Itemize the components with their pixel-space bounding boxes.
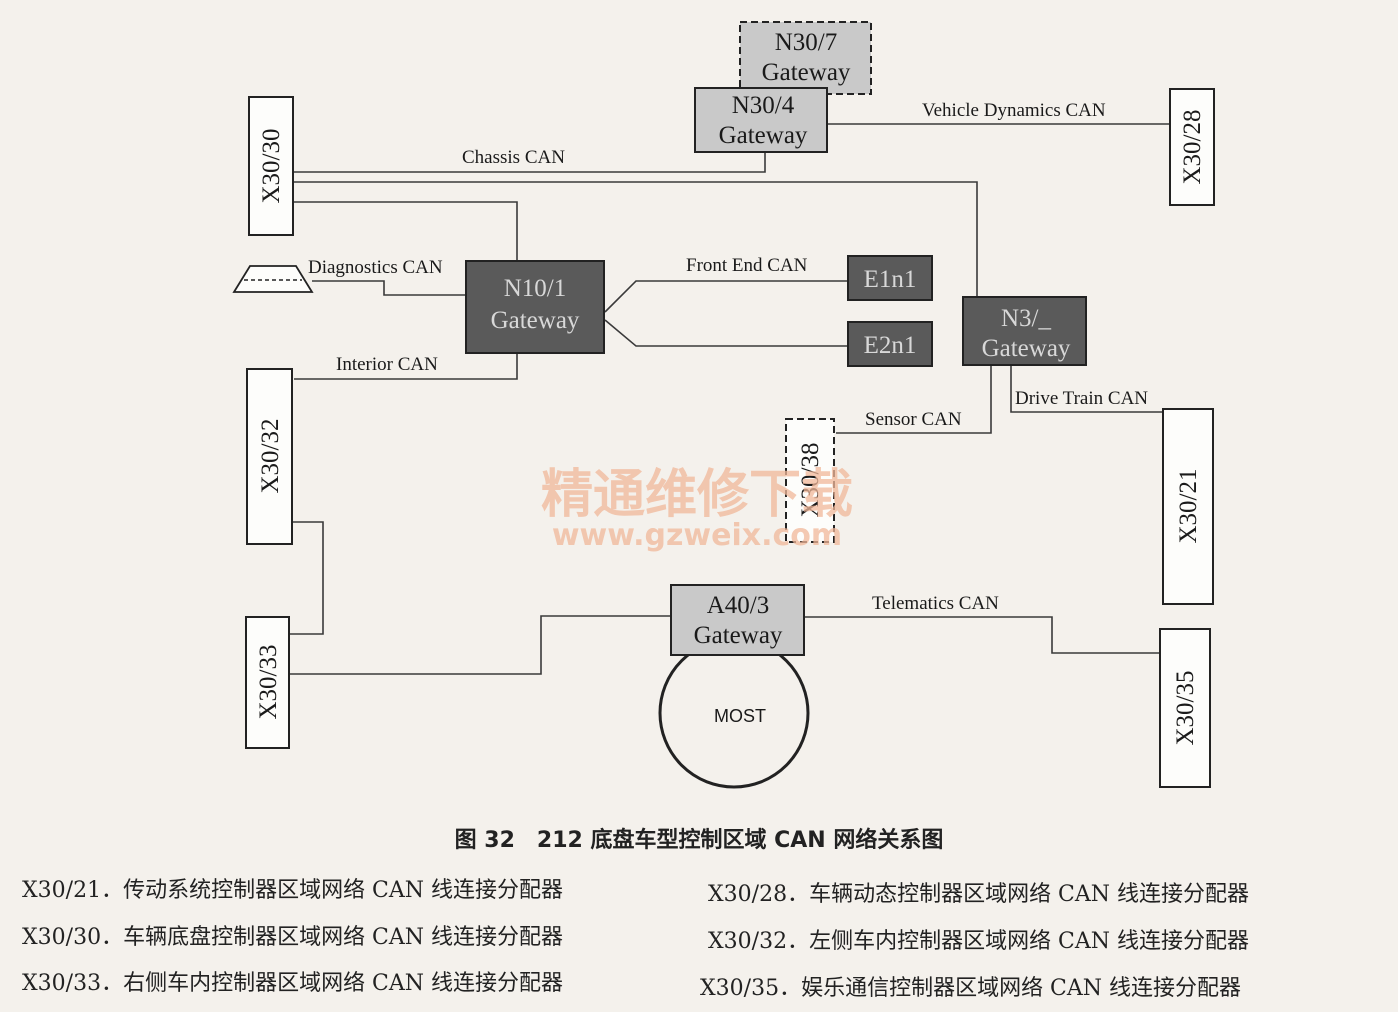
watermark-title: 精通维修下载: [541, 465, 853, 525]
connector-x30-33: X30/33: [245, 616, 290, 749]
connector-x30-32: X30/32: [246, 368, 293, 545]
connector-x30-35: X30/35: [1159, 628, 1211, 788]
legend-item-x30-33: X30/33．右侧车内控制器区域网络 CAN 线连接分配器: [22, 971, 564, 996]
most-label: MOST: [714, 706, 766, 726]
connector-x30-21: X30/21: [1162, 408, 1214, 605]
n30-7-type: Gateway: [762, 59, 851, 86]
telematics-can-label: Telematics CAN: [872, 593, 999, 614]
legend-item-x30-35: X30/35．娱乐通信控制器区域网络 CAN 线连接分配器: [700, 976, 1242, 1001]
legend-item-x30-30: X30/30．车辆底盘控制器区域网络 CAN 线连接分配器: [22, 925, 564, 950]
e2n1-id: E2n1: [864, 332, 917, 359]
x30-21-label: X30/21: [1175, 469, 1202, 544]
n3-type: Gateway: [982, 335, 1071, 362]
can-network-diagram: Vehicle Dynamics CAN Chassis CAN Diagnos…: [232, 21, 1215, 789]
legend-item-x30-32: X30/32．左侧车内控制器区域网络 CAN 线连接分配器: [708, 929, 1250, 954]
chassis-can-label: Chassis CAN: [462, 147, 565, 168]
a40-3-gateway: A40/3 Gateway MOST: [658, 584, 810, 789]
a40-3-type: Gateway: [694, 622, 783, 649]
x30-38-label: X30/38: [797, 443, 824, 518]
drive-train-can-label: Drive Train CAN: [1015, 388, 1148, 409]
interior-can-label: Interior CAN: [336, 354, 438, 375]
sensor-can-label: Sensor CAN: [865, 409, 962, 430]
a40-3-id: A40/3: [707, 592, 770, 619]
connector-x30-38: X30/38: [785, 418, 835, 543]
diagnostics-connector-icon: [232, 265, 314, 293]
x30-33-label: X30/33: [255, 645, 282, 720]
vehicle-dynamics-can-label: Vehicle Dynamics CAN: [922, 100, 1106, 121]
legend-item-x30-21: X30/21．传动系统控制器区域网络 CAN 线连接分配器: [22, 878, 564, 903]
x30-32-label: X30/32: [257, 419, 284, 494]
e2n1-module: E2n1: [847, 321, 933, 367]
n3-gateway: N3/_ Gateway: [962, 296, 1087, 366]
x30-28-label: X30/28: [1179, 110, 1206, 185]
connector-x30-28: X30/28: [1169, 88, 1215, 206]
n10-1-gateway: N10/1 Gateway: [465, 260, 605, 354]
diagnostics-can-label: Diagnostics CAN: [308, 257, 443, 278]
watermark-url: www.gzweix.com: [552, 518, 842, 553]
n30-7-id: N30/7: [775, 29, 838, 56]
front-end-can-label: Front End CAN: [686, 255, 808, 276]
legend-item-x30-28: X30/28．车辆动态控制器区域网络 CAN 线连接分配器: [708, 882, 1250, 907]
n30-7-gateway: N30/7 Gateway: [739, 21, 872, 95]
figure-caption: 图 32 212 底盘车型控制区域 CAN 网络关系图: [454, 828, 944, 853]
e1n1-module: E1n1: [847, 255, 933, 301]
n3-id: N3/_: [1001, 305, 1052, 332]
n10-1-type: Gateway: [491, 307, 580, 334]
x30-30-label: X30/30: [258, 129, 285, 204]
connector-x30-30: X30/30: [248, 96, 294, 236]
n10-1-id: N10/1: [504, 275, 567, 302]
n30-4-gateway: N30/4 Gateway: [694, 87, 828, 153]
x30-35-label: X30/35: [1172, 671, 1199, 746]
n30-4-type: Gateway: [719, 122, 808, 149]
e1n1-id: E1n1: [864, 266, 917, 293]
n30-4-id: N30/4: [732, 92, 795, 119]
watermark: 精通维修下载 www.gzweix.com: [541, 465, 853, 553]
bus-wires: [289, 123, 1170, 675]
